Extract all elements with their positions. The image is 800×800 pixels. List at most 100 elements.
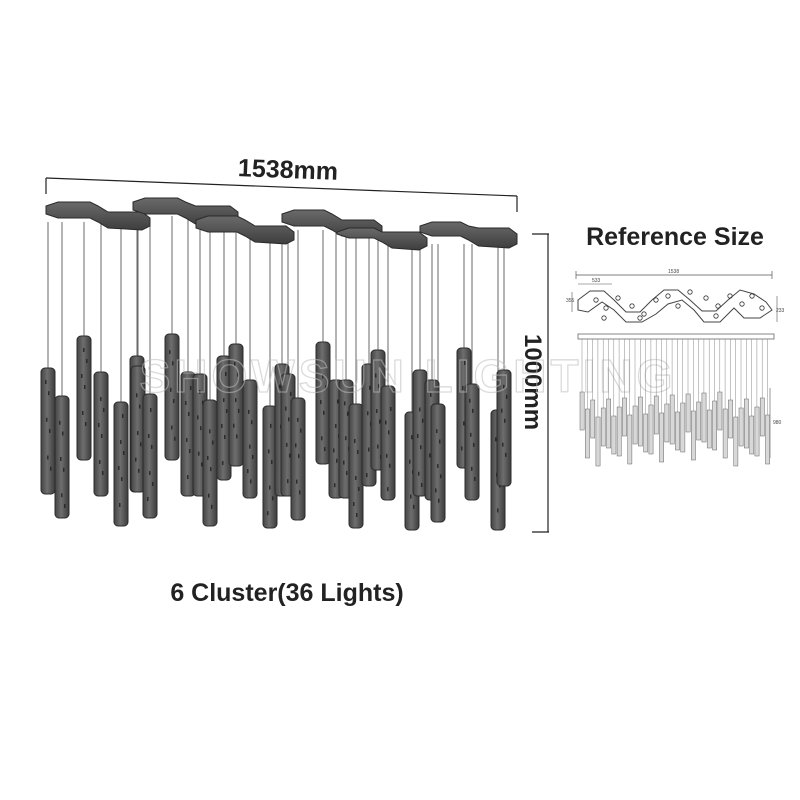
tube-texture [470,432,472,437]
tube-texture [140,442,142,447]
tube-texture [234,361,236,366]
tube-texture [367,411,369,416]
tube-texture [170,387,172,392]
ref-depth-label: 355 [566,298,575,304]
reference-tube [590,399,596,439]
reference-front-view: 980 [577,333,782,467]
tube-texture [388,430,390,435]
pendant-tube [113,401,129,527]
pendant-tube [348,403,364,529]
tube-texture [368,447,370,452]
reference-tube [717,391,723,431]
tube-texture [83,348,85,352]
height-label: 1000mm [519,334,546,430]
tube-texture [212,440,214,445]
tube-texture [251,420,253,425]
reference-tube [659,412,664,463]
watermark-text: SHOWSUN LIGHTING [140,350,677,402]
tube-texture [248,409,250,414]
pendant-tube [290,397,306,521]
tube-texture [209,429,211,434]
tube-texture [436,429,438,434]
reference-tube [706,409,712,449]
reference-tube [696,401,702,441]
ceiling-canopies [45,197,518,251]
tube-texture [357,450,359,454]
canopy-plate [419,221,518,249]
tube-texture [60,457,62,461]
tube-texture [387,487,389,492]
tube-texture [290,391,292,396]
tube-texture [122,414,124,418]
tube-texture [343,460,345,465]
reference-light-point [637,315,643,321]
tube-texture [268,449,270,454]
reference-light-point [641,311,647,317]
reference-light-point [687,289,693,295]
height-dimension [532,233,549,533]
tube-texture [506,394,508,399]
suspension-wires [47,216,505,412]
tube-texture [369,385,371,390]
reference-light-point [615,295,621,301]
tube-texture [84,385,86,389]
tube-texture [207,455,209,460]
tube-texture [337,399,339,404]
tube-texture [437,463,439,468]
tube-texture [378,384,380,389]
tube-texture [356,513,358,517]
tube-texture [471,466,473,471]
tube-texture [345,436,347,441]
reference-tube [738,407,744,447]
tube-texture [48,391,50,396]
tube-texture [505,452,507,457]
tube-texture [82,411,84,415]
tube-texture [267,511,269,516]
pendant-tube [430,403,446,523]
tube-texture [86,359,88,363]
reference-tube [600,407,606,447]
tube-texture [223,398,225,402]
tube-texture [137,431,139,436]
reference-tube [765,414,770,465]
tube-texture [285,406,287,411]
tube-texture [439,439,441,444]
cluster-caption: 6 Cluster(36 Lights) [170,579,403,607]
tube-texture [376,409,378,414]
reference-light-point [653,297,659,303]
tube-texture [344,401,346,406]
pendant-tube [202,399,218,527]
tube-texture [135,457,137,462]
reference-tube [606,398,611,449]
reference-light-point [629,303,635,309]
tube-texture [469,398,471,403]
tube-texture [298,454,300,459]
tube-texture [250,479,252,484]
reference-tube [638,396,643,447]
reference-top-view: 1538 533 355 233 [566,269,785,323]
reference-tube [733,416,739,467]
reference-title: Reference Size [586,223,764,251]
tube-texture [323,410,325,415]
ref-width-label: 1538 [668,269,679,275]
tube-texture [473,442,475,447]
tube-texture [249,444,251,449]
tube-texture [197,415,199,420]
ref-depth-label-right: 233 [776,308,785,314]
tube-texture [300,428,302,433]
tube-texture [419,407,421,412]
tube-texture [235,398,237,403]
tube-texture [210,467,212,472]
pendant-tube [242,379,258,499]
reference-light-point [603,305,609,311]
tube-texture [430,392,432,397]
reference-tube [622,397,627,437]
reference-light-point [739,301,745,307]
tube-texture [413,504,415,509]
tube-texture [347,411,349,416]
tube-texture [150,408,152,412]
tube-texture [81,374,83,378]
tube-texture [464,360,466,365]
tube-texture [389,463,391,468]
tube-texture [222,461,224,465]
